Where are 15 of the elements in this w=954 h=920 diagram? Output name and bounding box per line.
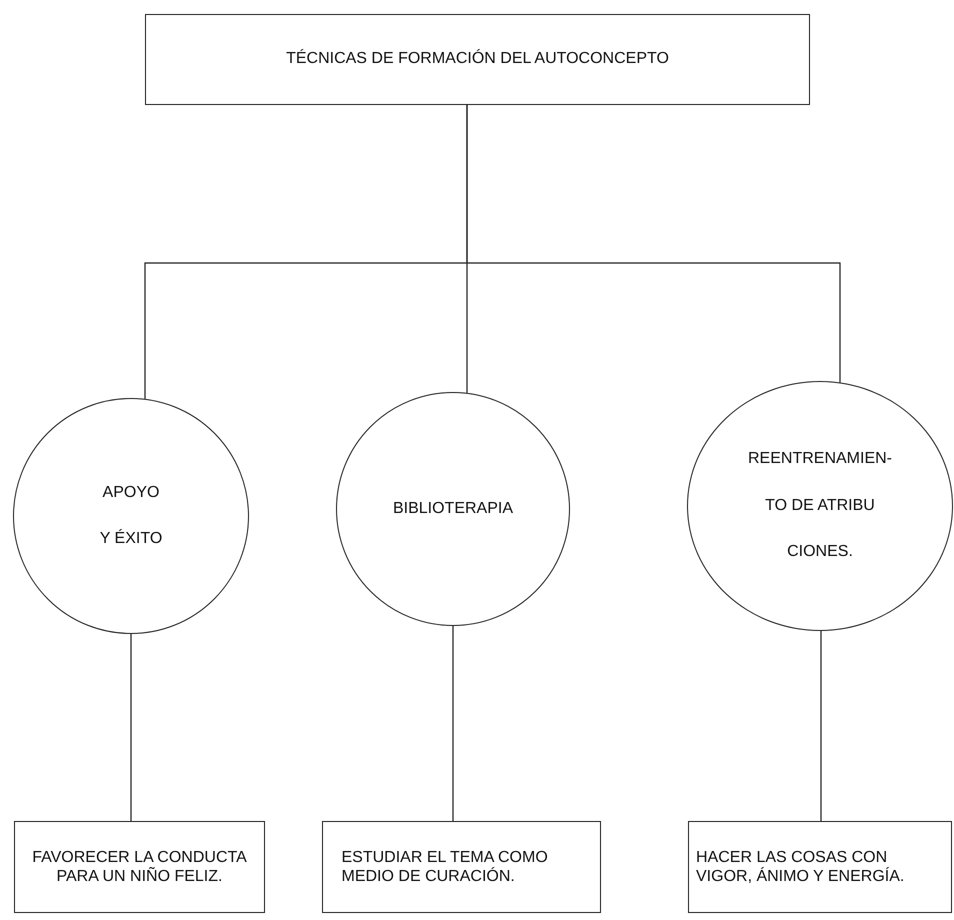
- node-text: APOYO Y ÉXITO: [98, 482, 164, 549]
- node-text: FAVORECER LA CONDUCTA PARA UN NIÑO FELIZ.: [31, 848, 248, 886]
- connector-line: [466, 105, 841, 382]
- connector-line: [130, 634, 132, 821]
- connector-line: [820, 631, 822, 821]
- node-text: TÉCNICAS DE FORMACIÓN DEL AUTOCONCEPTO: [285, 49, 670, 70]
- node-text: HACER LAS COSAS CON VIGOR, ÁNIMO Y ENERGÍA.: [696, 848, 906, 886]
- description-box: [14, 821, 265, 913]
- node-text: ESTUDIAR EL TEMA COMO MEDIO DE CURACIÓN.: [342, 848, 549, 886]
- title-box: [145, 14, 810, 105]
- connector-line: [452, 626, 454, 821]
- node-text: REENTRENAMIEN- TO DE ATRIBU CIONES.: [746, 449, 893, 562]
- node-text: BIBLIOTERAPIA: [392, 498, 514, 519]
- description-box: [322, 821, 601, 913]
- description-box: [688, 821, 952, 913]
